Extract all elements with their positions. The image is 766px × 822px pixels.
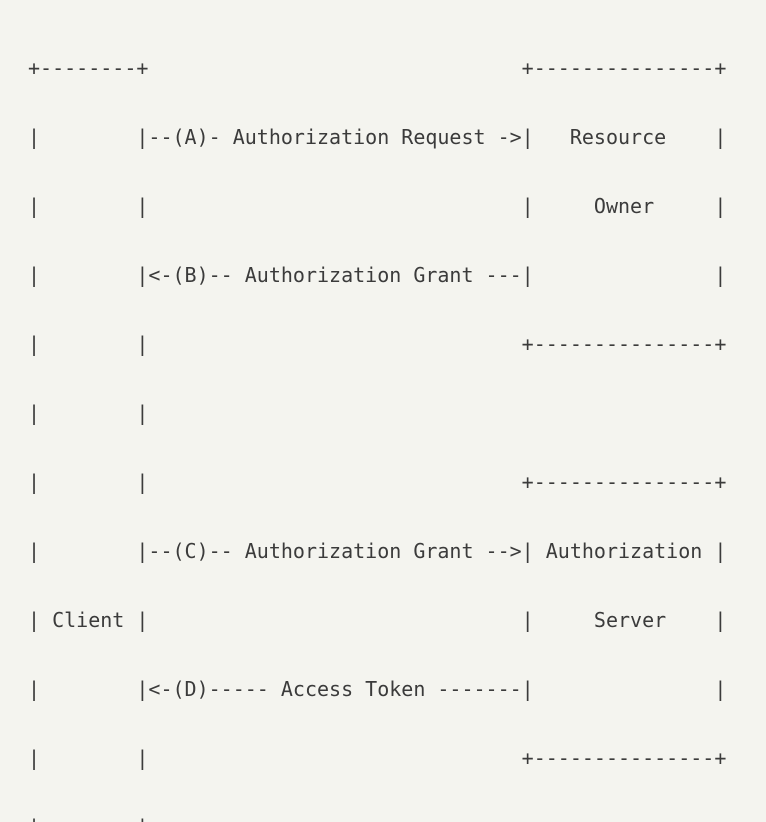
diagram-line: | | +---------------+ [28, 470, 727, 494]
diagram-line: | | | Owner | [28, 194, 727, 218]
diagram-line: | |<-(D)----- Access Token -------| | [28, 677, 727, 701]
diagram-line: | | [28, 816, 766, 822]
diagram-line: | |--(C)-- Authorization Grant -->| Auth… [28, 539, 727, 563]
diagram-line: | | +---------------+ [28, 332, 727, 356]
diagram-line: | Client | | Server | [28, 608, 727, 632]
diagram-line: | | [28, 401, 149, 425]
diagram-line: +--------+ +---------------+ [28, 56, 727, 80]
diagram-line: | |--(A)- Authorization Request ->| Reso… [28, 125, 727, 149]
diagram-line: | | +---------------+ [28, 746, 727, 770]
diagram-line: | |<-(B)-- Authorization Grant ---| | [28, 263, 727, 287]
